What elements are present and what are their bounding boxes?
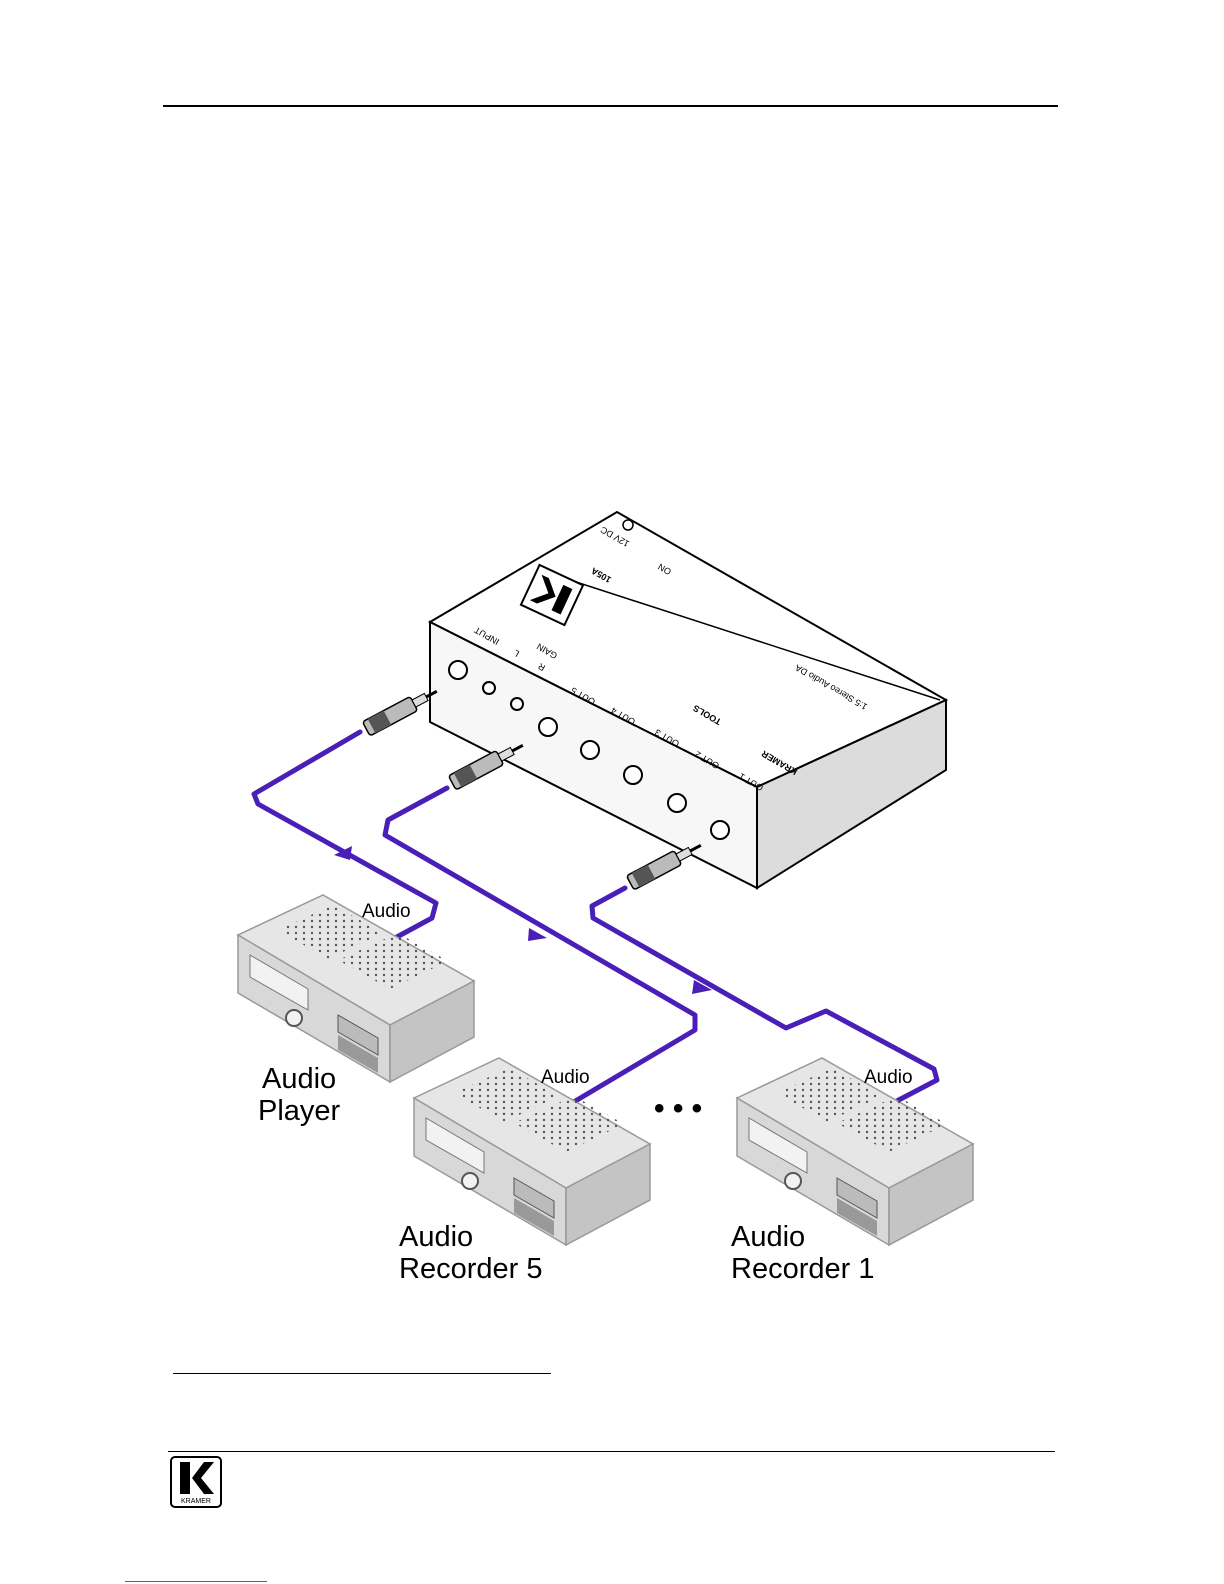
link-underline [125, 1581, 267, 1582]
player-name-line2: Player [258, 1095, 341, 1127]
footer-rule [168, 1451, 1055, 1452]
player-name-line1: Audio [262, 1063, 336, 1095]
recorder1-name-line2: Recorder 1 [731, 1253, 874, 1285]
footnote-rule [173, 1373, 551, 1374]
out1-jack [711, 821, 729, 839]
plug-input [362, 684, 440, 736]
kramer-footer-logo-icon: KRAMER [170, 1456, 222, 1508]
ellipsis-more-recorders: • • • [654, 1092, 702, 1125]
out2-jack [668, 794, 686, 812]
recorder5-name-line2: Recorder 5 [399, 1253, 542, 1285]
out3-jack [624, 766, 642, 784]
audio-distribution-amplifier: 105A ON 12V DC INPUT L R GAIN 1:5 Stereo… [430, 512, 946, 888]
recorder5-name-line1: Audio [399, 1221, 473, 1253]
cable-label-recorder5: Audio [541, 1067, 590, 1088]
out5-jack [539, 718, 557, 736]
gain-r-knob [511, 698, 523, 710]
audio-recorder-5-deck [414, 1058, 650, 1245]
cable-label-recorder1: Audio [864, 1067, 913, 1088]
footer-logo-text: KRAMER [181, 1498, 211, 1505]
audio-recorder-1-deck [737, 1058, 973, 1245]
recorder1-name-line1: Audio [731, 1221, 805, 1253]
audio-player-deck [238, 895, 474, 1082]
cable-label-player: Audio [362, 901, 411, 922]
gain-l-knob [483, 682, 495, 694]
input-jack [449, 661, 467, 679]
out4-jack [581, 741, 599, 759]
